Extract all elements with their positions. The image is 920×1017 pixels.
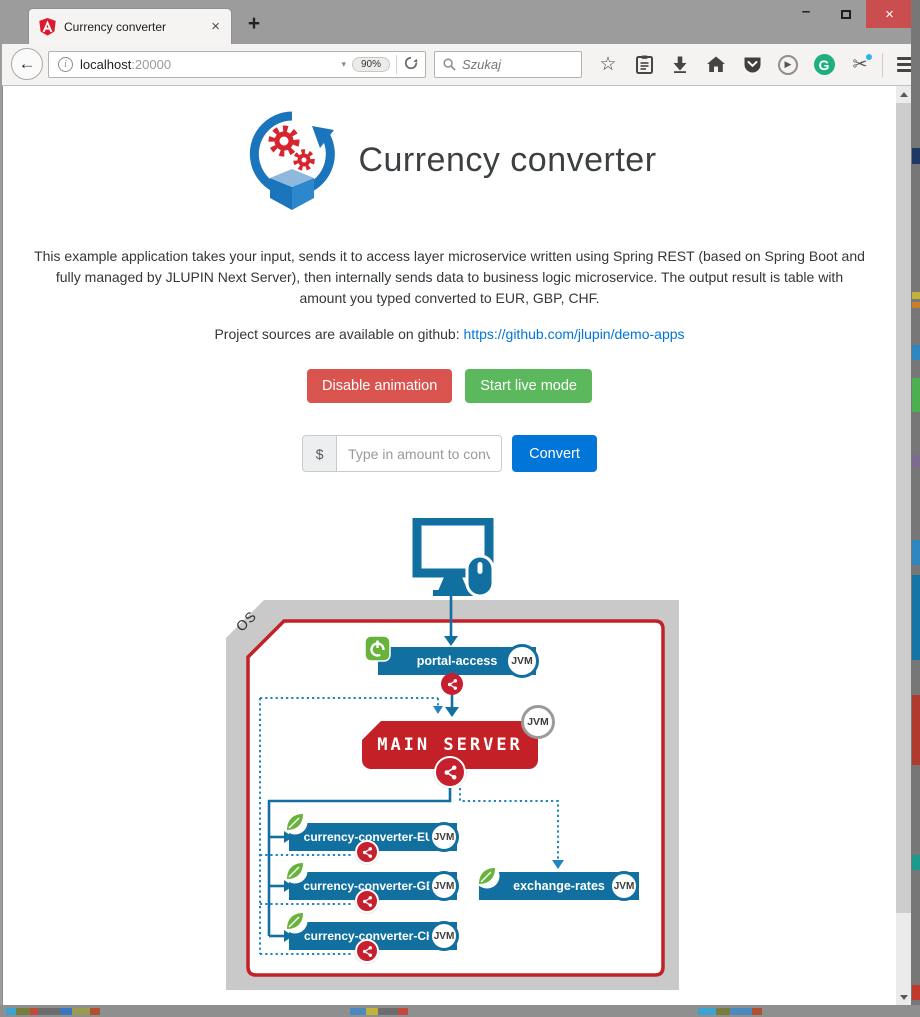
amount-input[interactable] xyxy=(336,435,503,472)
spring-leaf-icon xyxy=(282,809,308,835)
page-title: Currency converter xyxy=(358,140,657,179)
maximize-icon xyxy=(841,9,851,19)
background-window-sliver xyxy=(911,0,920,1017)
tab-close-button[interactable]: × xyxy=(211,18,220,35)
jvm-badge: JVM xyxy=(609,871,639,901)
bottom-window-edge xyxy=(0,1005,920,1017)
jvm-badge: JVM xyxy=(429,822,459,852)
titlebar: Currency converter × + – × xyxy=(0,0,920,44)
notification-dot xyxy=(866,53,872,60)
scroll-down-button[interactable] xyxy=(896,989,911,1005)
page-content: Currency converter This example applicat… xyxy=(2,86,896,1005)
github-link[interactable]: https://github.com/jlupin/demo-apps xyxy=(463,326,685,342)
zoom-level-badge[interactable]: 90% xyxy=(351,57,390,72)
start-live-mode-button[interactable]: Start live mode xyxy=(465,369,592,403)
divider xyxy=(882,52,883,77)
play-circle-icon[interactable]: ▶ xyxy=(770,47,806,83)
menu-hamburger-icon[interactable] xyxy=(887,47,920,83)
reload-icon xyxy=(404,56,418,70)
share-icon xyxy=(355,889,379,913)
site-info-icon[interactable]: i xyxy=(58,57,73,72)
new-tab-button[interactable]: + xyxy=(247,12,261,35)
angular-favicon-icon xyxy=(39,17,56,36)
browser-tab[interactable]: Currency converter × xyxy=(28,8,232,44)
jvm-badge: JVM xyxy=(505,644,539,678)
scroll-down-icon xyxy=(899,994,908,1000)
tab-title: Currency converter xyxy=(64,19,167,34)
back-button[interactable]: ← xyxy=(11,48,43,80)
share-icon xyxy=(355,939,379,963)
divider xyxy=(396,55,397,74)
diagram-connectors xyxy=(259,594,564,955)
scrollbar-thumb[interactable] xyxy=(896,103,911,913)
spring-leaf-icon xyxy=(282,908,308,934)
vertical-scrollbar[interactable] xyxy=(896,86,911,1005)
url-bar[interactable]: i localhost :20000 ▾ 90% xyxy=(48,51,426,78)
screenshot-scissors-icon[interactable]: ✂ xyxy=(842,47,878,83)
currency-prefix: $ xyxy=(302,435,337,472)
search-input[interactable] xyxy=(462,57,562,72)
grammarly-icon[interactable]: G xyxy=(806,47,842,83)
url-host: localhost xyxy=(80,57,132,72)
app-description: This example application takes your inpu… xyxy=(34,248,865,306)
scroll-up-icon xyxy=(899,91,908,97)
architecture-diagram: OS xyxy=(226,594,679,990)
spring-boot-icon xyxy=(364,635,391,662)
minimize-button[interactable]: – xyxy=(801,2,811,20)
currency-converter-logo xyxy=(250,111,336,210)
search-icon xyxy=(443,58,456,71)
jvm-badge: JVM xyxy=(429,871,459,901)
pocket-icon[interactable] xyxy=(734,47,770,83)
spring-leaf-icon xyxy=(282,858,308,884)
jvm-badge: JVM xyxy=(429,921,459,951)
home-icon[interactable] xyxy=(698,47,734,83)
spring-leaf-icon xyxy=(474,863,500,889)
nav-toolbar: ← i localhost :20000 ▾ 90% ☆ xyxy=(2,44,914,86)
maximize-button[interactable] xyxy=(826,0,866,28)
bookmark-star-icon[interactable]: ☆ xyxy=(599,54,617,75)
search-box[interactable] xyxy=(434,51,582,78)
downloads-icon[interactable] xyxy=(662,47,698,83)
url-dropdown-icon[interactable]: ▾ xyxy=(341,59,346,69)
scroll-up-button[interactable] xyxy=(896,86,911,102)
url-port: :20000 xyxy=(131,57,172,72)
share-icon xyxy=(355,840,379,864)
convert-button[interactable]: Convert xyxy=(512,435,597,472)
sources-line: Project sources are available on github:… xyxy=(214,326,685,342)
share-icon xyxy=(441,673,463,695)
client-monitor-icon xyxy=(412,518,495,598)
reload-button[interactable] xyxy=(397,56,425,73)
share-icon xyxy=(434,756,466,788)
close-button[interactable]: × xyxy=(866,0,913,28)
clipboard-icon[interactable] xyxy=(626,47,662,83)
disable-animation-button[interactable]: Disable animation xyxy=(307,369,453,403)
jvm-badge: JVM xyxy=(521,705,555,739)
